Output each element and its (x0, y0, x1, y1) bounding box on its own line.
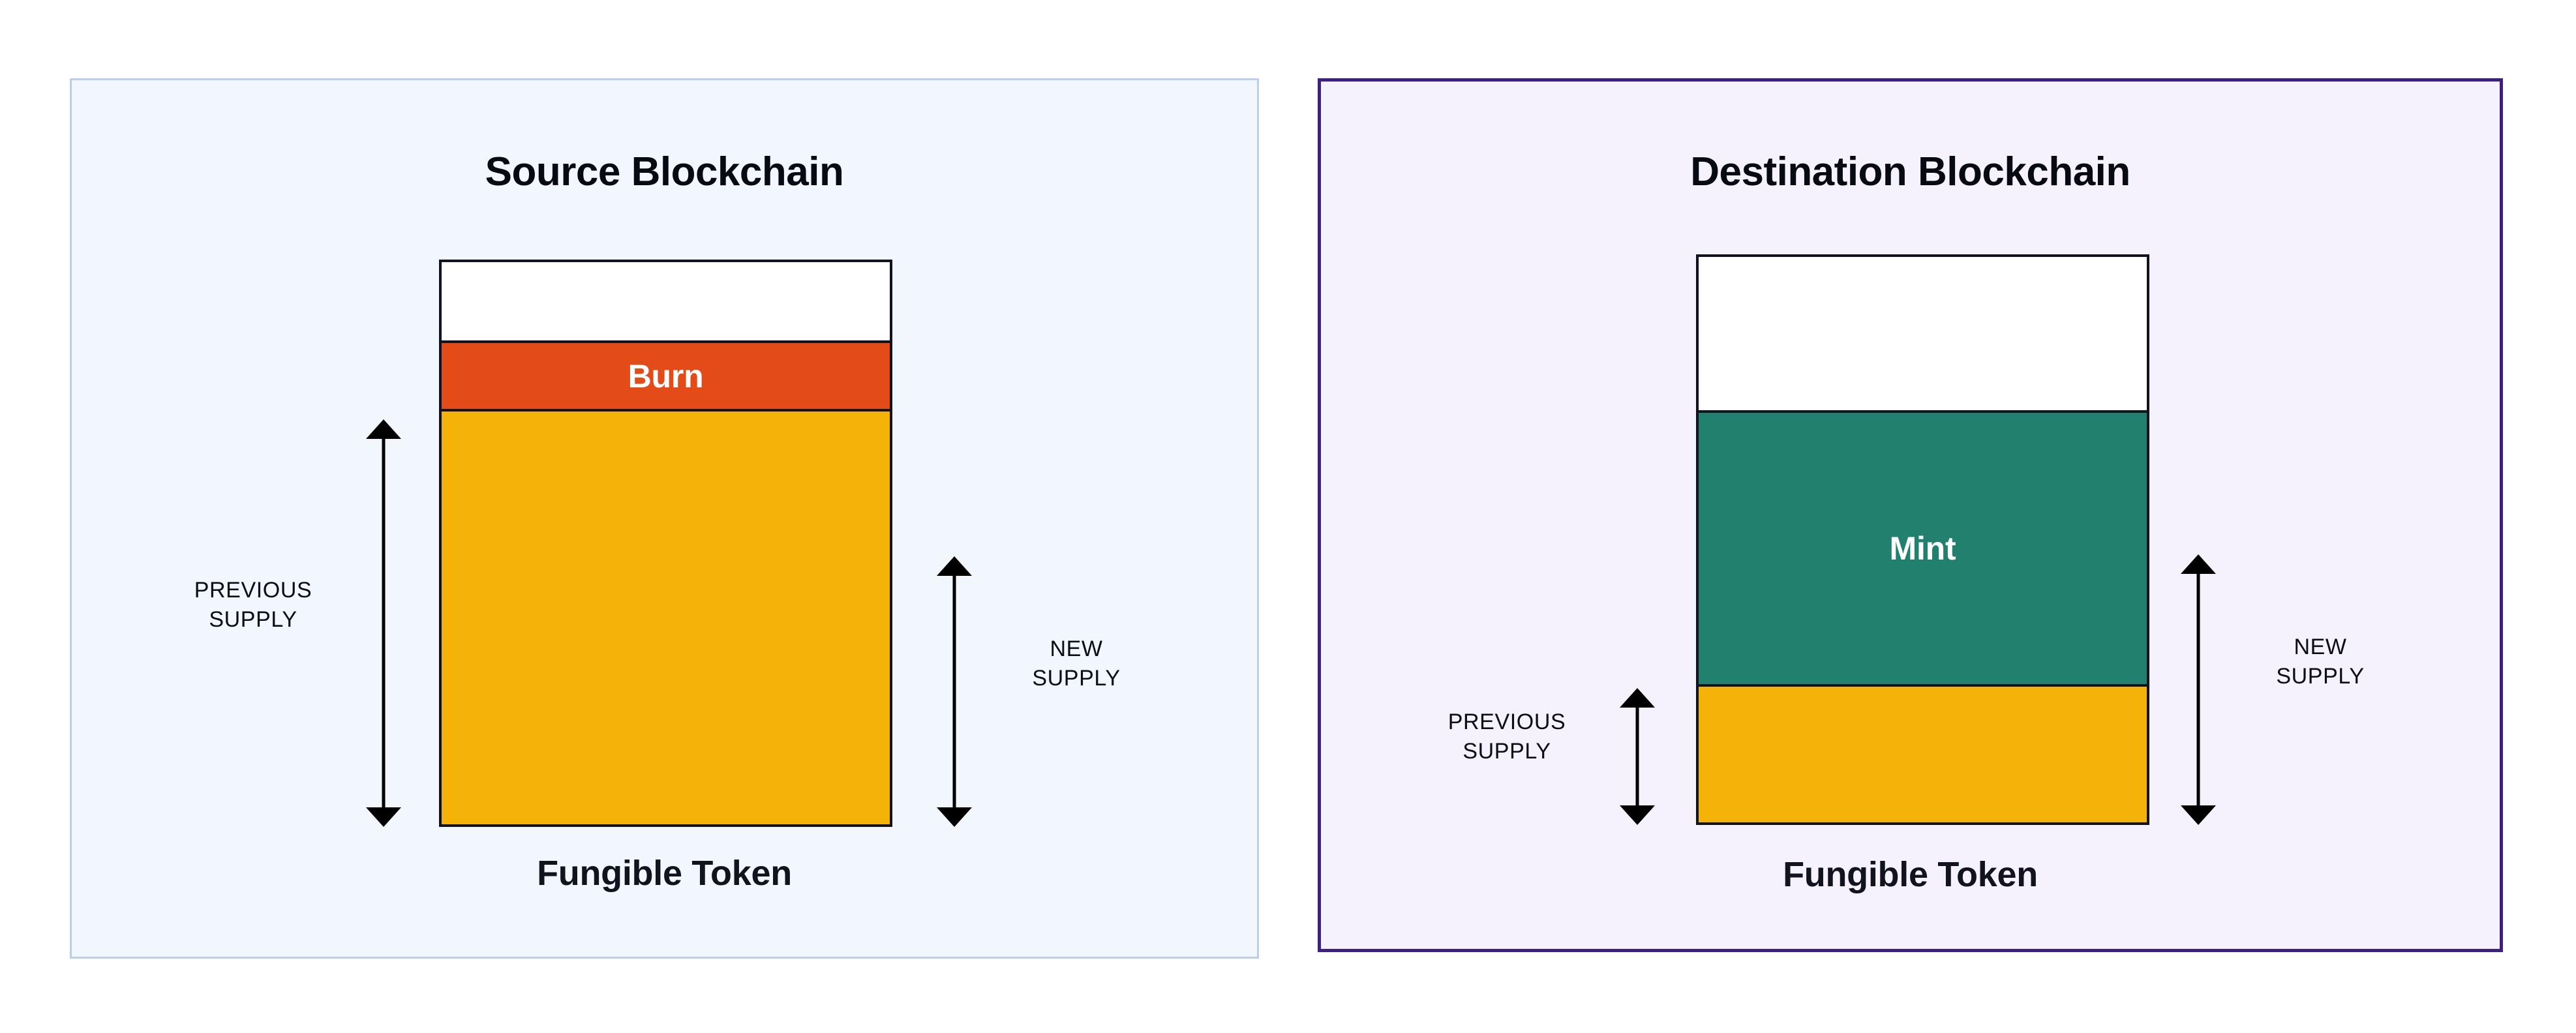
arrow-head-up-icon (2181, 554, 2216, 574)
destination-previous-supply-label: PREVIOUS SUPPLY (1447, 710, 1566, 764)
arrow-shaft (952, 573, 956, 810)
source-token-caption: Fungible Token (537, 854, 792, 893)
source-blockchain-panel: Source Blockchain Burn PREVIOUS SUPPLY N… (70, 78, 1259, 959)
destination-new-supply-label: NEW SUPPLY (2276, 635, 2365, 689)
arrow-shaft (382, 436, 386, 810)
destination-supply-bar: Mint (1696, 254, 2149, 825)
arrow-head-up-icon (1620, 688, 1655, 708)
source-segment-burn: Burn (442, 340, 890, 409)
destination-segment-mint: Mint (1699, 410, 2147, 684)
arrow-head-down-icon (1620, 805, 1655, 825)
arrow-head-up-icon (937, 556, 972, 576)
arrow-shaft (1635, 705, 1639, 808)
destination-previous-supply-arrow (1618, 688, 1657, 825)
source-panel-title: Source Blockchain (485, 149, 844, 194)
destination-segment-headroom (1699, 257, 2147, 410)
arrow-head-down-icon (366, 807, 401, 827)
destination-token-caption: Fungible Token (1783, 855, 2038, 894)
arrow-head-up-icon (366, 419, 401, 439)
source-new-supply-arrow (935, 556, 974, 827)
source-new-supply-label: NEW SUPPLY (1032, 636, 1121, 691)
destination-blockchain-panel: Destination Blockchain Mint PREVIOUS SUP… (1318, 78, 2503, 952)
destination-new-supply-arrow (2179, 554, 2218, 825)
source-supply-bar: Burn (439, 260, 892, 827)
destination-segment-existing (1699, 684, 2147, 822)
destination-segment-mint-label: Mint (1889, 530, 1956, 567)
destination-panel-title: Destination Blockchain (1690, 149, 2130, 194)
arrow-head-down-icon (937, 807, 972, 827)
arrow-head-down-icon (2181, 805, 2216, 825)
source-segment-burn-label: Burn (628, 357, 704, 395)
source-segment-remaining (442, 409, 890, 824)
source-segment-headroom (442, 262, 890, 340)
source-previous-supply-arrow (364, 419, 403, 827)
arrow-shaft (2196, 571, 2200, 808)
source-previous-supply-label: PREVIOUS SUPPLY (194, 578, 312, 632)
